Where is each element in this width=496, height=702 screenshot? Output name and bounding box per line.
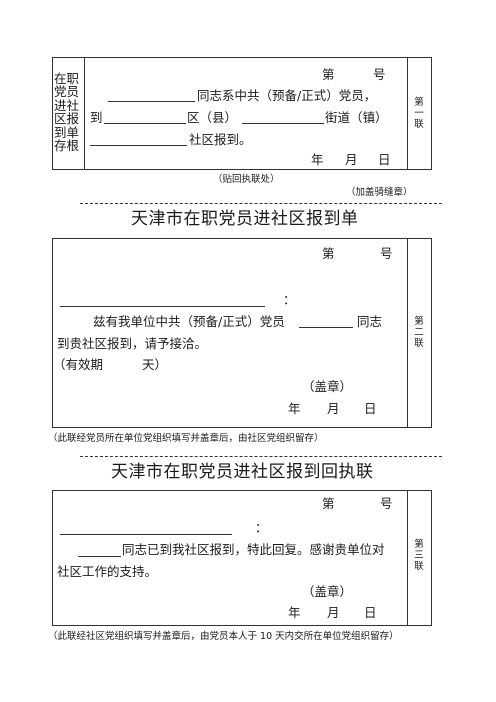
stub-line2-prefix: 到: [90, 110, 103, 125]
stub-line2-street: 街道（镇）: [325, 110, 388, 125]
form2-body-line1-b: 同志: [357, 314, 383, 329]
stub-number-suffix: 号: [373, 67, 386, 82]
stub-district-blank[interactable]: [104, 123, 186, 124]
form2-date-month: 月: [327, 401, 340, 416]
form3-body-line2: 社区工作的支持。: [57, 564, 158, 579]
form2-box: [52, 238, 432, 428]
paste-note: （贴回执联处）: [213, 174, 280, 185]
form3-copy-label: 第三联: [414, 539, 424, 572]
form2-member-blank[interactable]: [299, 327, 353, 328]
form3-unit-blank[interactable]: [60, 534, 232, 535]
form2-seal: （盖章）: [302, 379, 353, 394]
stub-line2-district: 区（县）: [187, 110, 238, 125]
form2-number-suffix: 号: [380, 246, 393, 261]
form2-date-year: 年: [288, 401, 301, 416]
form2-validity-prefix: （有效期: [53, 357, 104, 372]
stub-form-right-divider: [407, 57, 408, 170]
form3-title: 天津市在职党员进社区报到回执联: [111, 462, 374, 482]
seal-note: （加盖骑缝章）: [346, 187, 413, 198]
stub-number-label: 第: [322, 67, 335, 82]
form3-colon: ：: [255, 520, 268, 535]
form2-body-line1-a: 兹有我单位中共（预备/正式）党员: [93, 314, 285, 329]
form3-date-month: 月: [327, 605, 340, 620]
form2-copy-label: 第二联: [414, 316, 424, 349]
form2-unit-blank[interactable]: [60, 306, 265, 307]
form3-member-blank[interactable]: [78, 556, 121, 557]
stub-form-box: [52, 57, 432, 170]
form3-footnote: （此联经社区党组织填写并盖章后，由党员本人于 10 天内交所在单位党组织留存）: [48, 631, 399, 642]
form3-body-line1: 同志已到我社区报到，特此回复。感谢贵单位对: [122, 542, 385, 557]
stub-name-blank[interactable]: [108, 101, 195, 102]
stub-side-label: 在职党员进社区报到单存根: [54, 71, 80, 154]
stub-date-year: 年: [311, 152, 324, 167]
stub-community-blank[interactable]: [90, 145, 187, 146]
stub-street-blank[interactable]: [242, 123, 324, 124]
form3-right-divider: [407, 490, 408, 626]
stub-date-month: 月: [345, 152, 358, 167]
stub-form-left-divider: [84, 57, 85, 170]
stub-line3-text: 社区报到。: [189, 132, 252, 147]
form3-number-suffix: 号: [380, 496, 393, 511]
form3-seal: （盖章）: [302, 584, 353, 599]
stub-copy-label: 第一联: [414, 97, 424, 130]
form2-number-label: 第: [322, 246, 335, 261]
form2-footnote: （此联经党员所在单位党组织填写并盖章后，由社区党组织留存）: [48, 433, 324, 444]
form2-validity-suffix: 天）: [142, 357, 168, 372]
stub-line1-text: 同志系中共（预备/正式）党员，: [197, 88, 377, 103]
form2-right-divider: [407, 238, 408, 428]
cut-line-1: [80, 203, 442, 204]
form2-title: 天津市在职党员进社区报到单: [131, 209, 359, 229]
form3-date-year: 年: [288, 605, 301, 620]
form3-box: [52, 490, 432, 626]
form2-colon: ：: [283, 292, 296, 307]
form3-date-day: 日: [364, 605, 377, 620]
form2-body-line2: 到贵社区报到，请予接洽。: [57, 336, 208, 351]
form3-number-label: 第: [322, 496, 335, 511]
cut-line-2: [80, 456, 442, 457]
stub-date-day: 日: [378, 152, 391, 167]
form2-date-day: 日: [364, 401, 377, 416]
